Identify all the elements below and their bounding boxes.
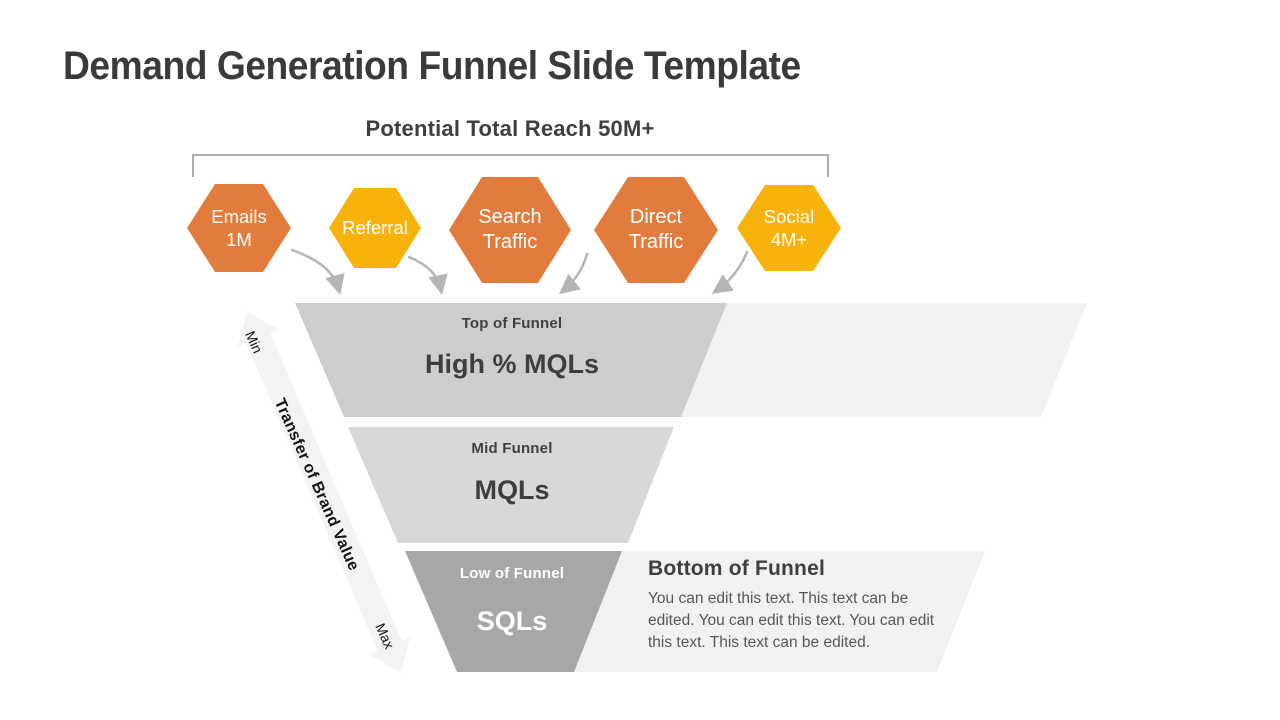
hexagon-search-traffic [449,177,571,283]
hexagon-search-line1: Search [478,206,542,228]
hexagon-referral-label: Referral [315,188,435,268]
hexagon-social-line2: 4M+ [770,229,808,250]
hexagon-referral-line1: Referral [342,217,408,239]
hexagon-direct-label: Direct Traffic [591,177,721,283]
hexagon-search-line2: Traffic [482,231,538,253]
hexagon-direct-line1: Direct [629,206,683,228]
reach-bracket [192,154,829,177]
flow-arrow-1-icon [290,248,345,295]
hexagon-social-line1: Social [763,205,815,227]
hexagon-direct-line2: Traffic [628,231,684,253]
hexagon-social-label: Social 4M+ [729,185,849,271]
hexagon-emails-line1: Emails [211,205,267,227]
flow-arrow-2-icon [407,255,448,295]
funnel-band-bottom [552,551,985,672]
hexagon-emails-line2: 1M [226,229,252,250]
hexagon-search-label: Search Traffic [445,177,575,283]
flow-arrow-3-icon [559,252,589,295]
funnel-stage-mid-shape [348,427,674,543]
callout-heading: Bottom of Funnel [648,557,825,580]
hexagon-social [737,185,841,271]
callout-body: You can edit this text. This text can be… [648,590,935,651]
funnel-stage-top-shape [295,303,727,417]
funnel-mid-label: MQLs [474,475,550,505]
hexagon-emails-label: Emails 1M [179,184,299,272]
page-title: Demand Generation Funnel Slide Template [63,44,801,88]
funnel-mid-eyebrow: Mid Funnel [471,440,553,457]
funnel-stage-bottom-shape [405,551,622,672]
flow-arrow-4-icon [711,250,749,294]
brand-value-arrow-icon [234,307,414,677]
funnel-bottom-label: SQLs [476,606,548,636]
hexagon-emails [187,184,291,272]
funnel-band-top [654,303,1087,417]
hexagon-referral [329,188,421,268]
funnel-bottom-eyebrow: Low of Funnel [459,565,565,582]
hexagon-direct-traffic [594,177,718,283]
funnel-top-eyebrow: Top of Funnel [461,315,563,332]
funnel-top-label: High % MQLs [425,349,599,379]
reach-label: Potential Total Reach 50M+ [365,116,655,141]
